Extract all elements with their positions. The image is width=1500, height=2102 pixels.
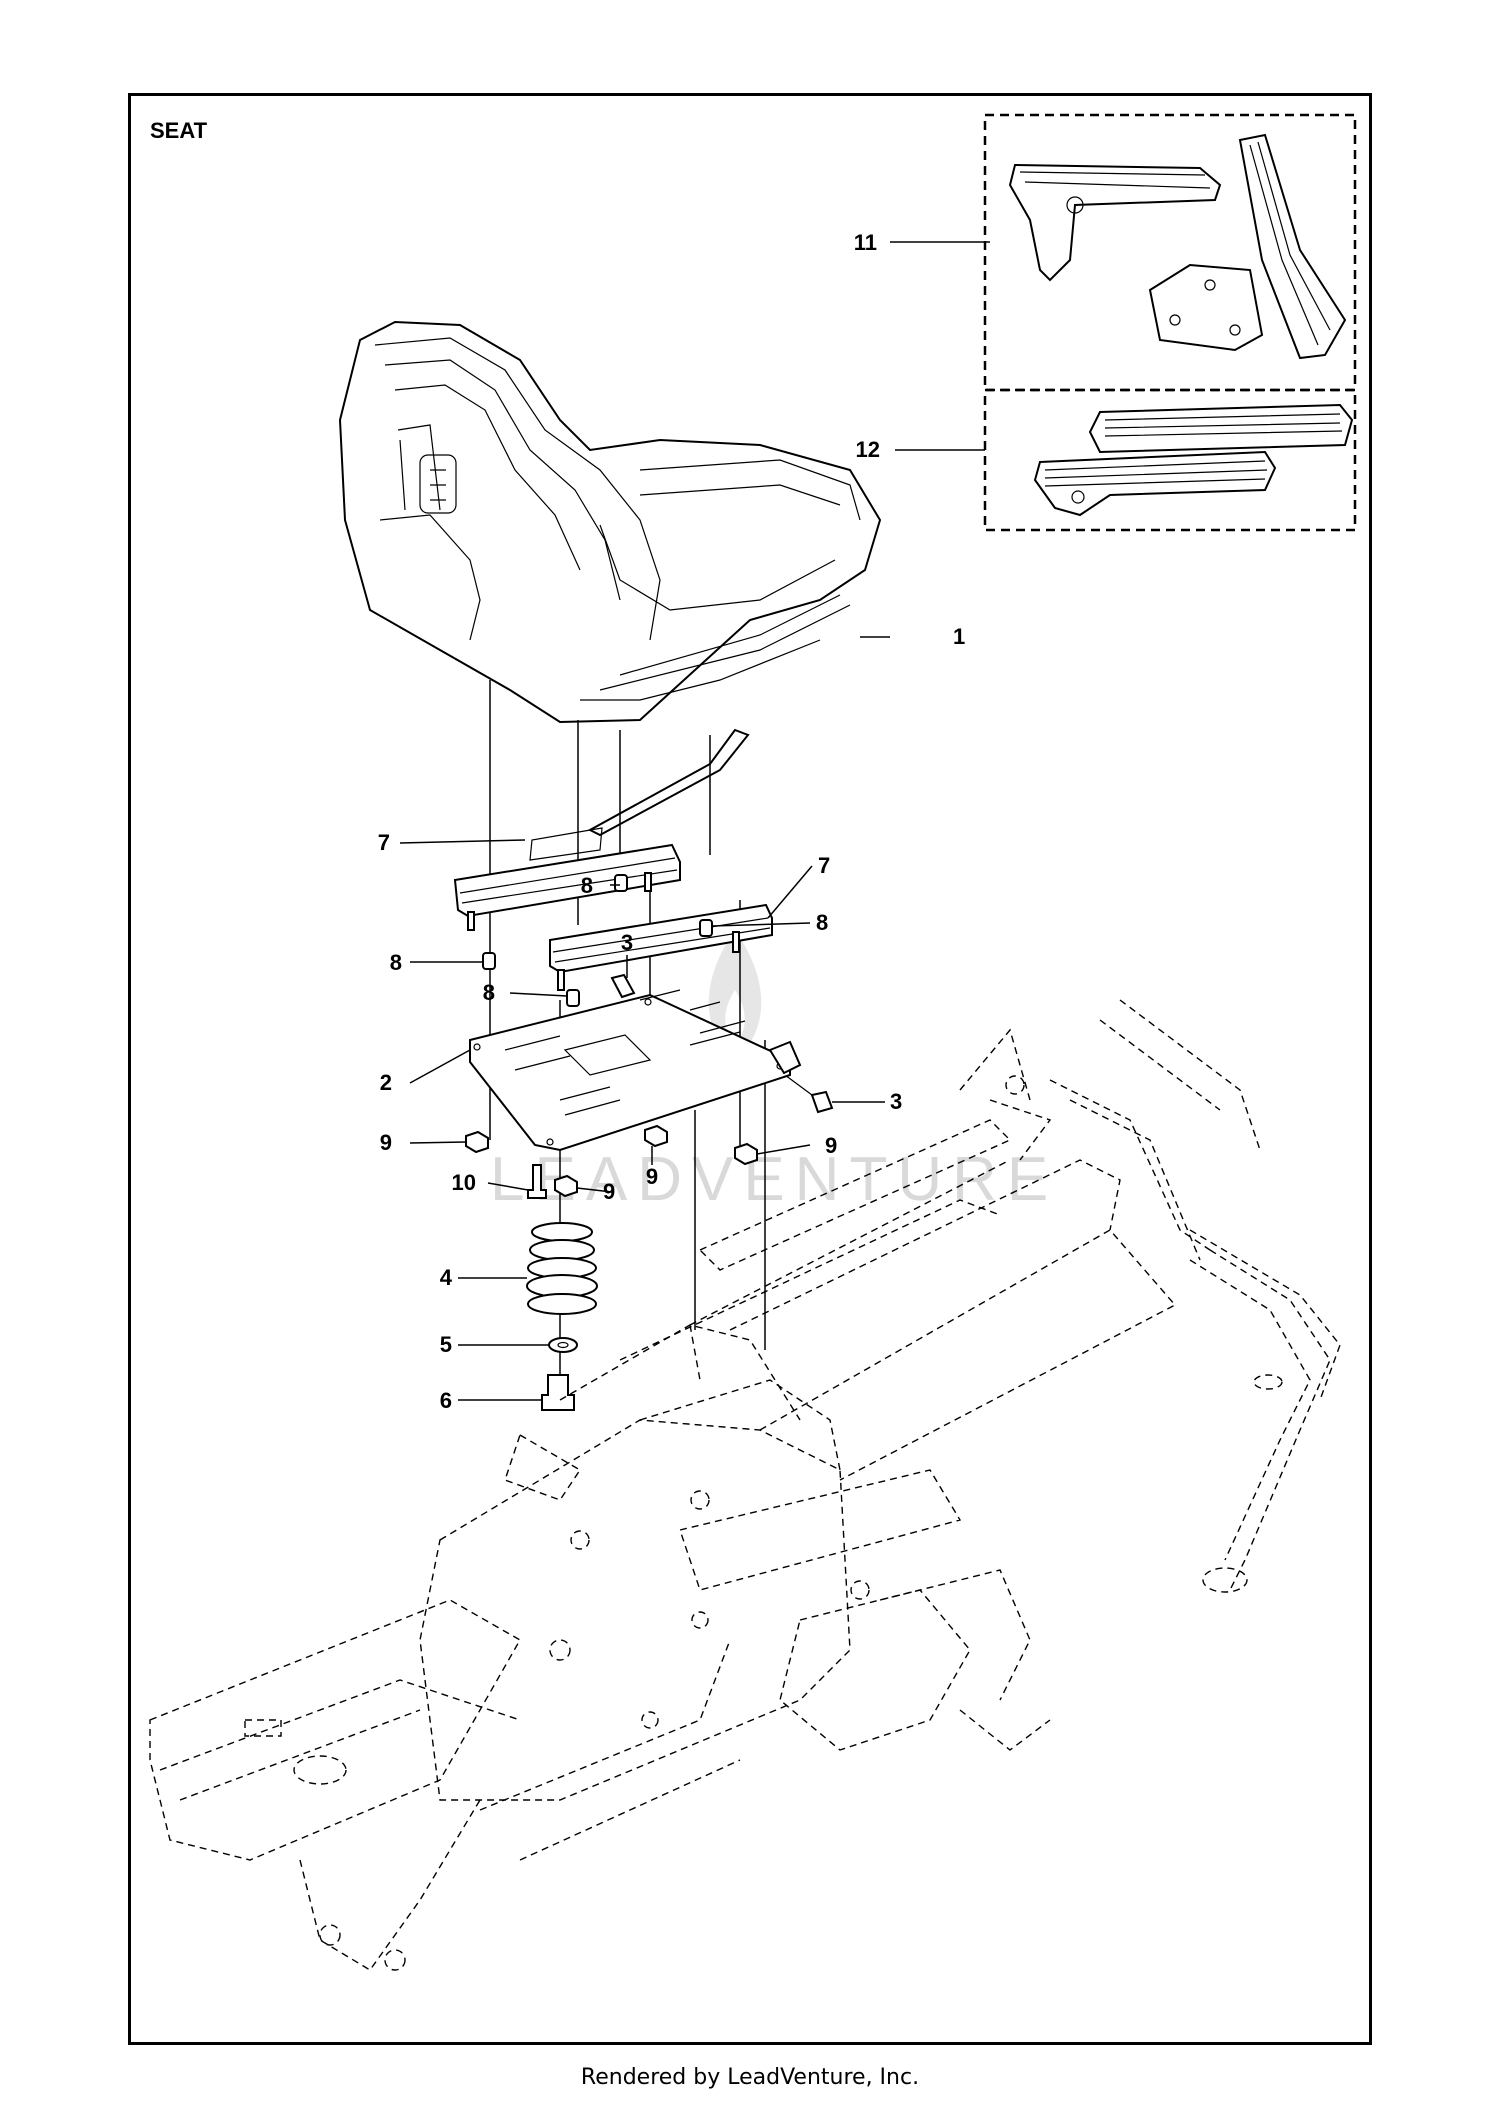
washer-5-part bbox=[548, 1337, 578, 1353]
callout-11: 11 bbox=[854, 230, 877, 255]
callout-7-lower: 7 bbox=[818, 853, 830, 878]
seat-part bbox=[338, 320, 882, 724]
callout-8-a: 8 bbox=[581, 873, 593, 898]
leader-lines bbox=[399, 241, 990, 1401]
callout-9-b: 9 bbox=[825, 1133, 837, 1158]
screw-10-part bbox=[527, 1164, 547, 1199]
diagram-title: SEAT bbox=[150, 118, 208, 143]
seat-adjust-lever bbox=[587, 728, 750, 837]
seat-rail-upper-part bbox=[453, 827, 681, 931]
spring-4-part bbox=[526, 1222, 598, 1315]
callout-8-d: 8 bbox=[483, 980, 495, 1005]
callout-9-c: 9 bbox=[646, 1164, 658, 1189]
callout-5: 5 bbox=[440, 1332, 452, 1357]
callout-3-upper: 3 bbox=[621, 930, 633, 955]
seat-rail-lower-part bbox=[549, 903, 773, 991]
footer-credit: Rendered by LeadVenture, Inc. bbox=[580, 2065, 920, 2090]
nut-9-parts bbox=[465, 1124, 758, 1198]
callout-2: 2 bbox=[380, 1070, 392, 1095]
callout-1: 1 bbox=[953, 624, 965, 649]
chassis-frame-reference bbox=[149, 999, 1341, 1971]
watermark-text: LEADVENTURE bbox=[490, 1145, 1058, 1214]
callout-7-upper: 7 bbox=[378, 830, 390, 855]
callout-10: 10 bbox=[452, 1170, 476, 1195]
diagram-frame bbox=[128, 93, 1372, 2045]
callout-labels: 11 12 1 7 7 8 8 8 8 3 3 2 9 9 9 9 10 4 5… bbox=[378, 230, 966, 1413]
bolt-6-part bbox=[541, 1374, 575, 1411]
callout-6: 6 bbox=[440, 1388, 452, 1413]
bolt-8-parts bbox=[482, 874, 713, 1007]
armrest-pads-part bbox=[1033, 403, 1354, 517]
callout-12: 12 bbox=[856, 437, 880, 462]
callout-9-d: 9 bbox=[603, 1179, 615, 1204]
callout-4: 4 bbox=[440, 1265, 453, 1290]
seat-plate-part bbox=[469, 989, 802, 1152]
callout-8-b: 8 bbox=[816, 910, 828, 935]
callout-3-lower: 3 bbox=[890, 1089, 902, 1114]
armrest-pad-inset-box bbox=[983, 388, 1357, 532]
callout-9-a: 9 bbox=[380, 1130, 392, 1155]
bolt-3-parts bbox=[610, 973, 834, 1114]
armrest-kit-part bbox=[1008, 133, 1347, 360]
callout-8-c: 8 bbox=[390, 950, 402, 975]
